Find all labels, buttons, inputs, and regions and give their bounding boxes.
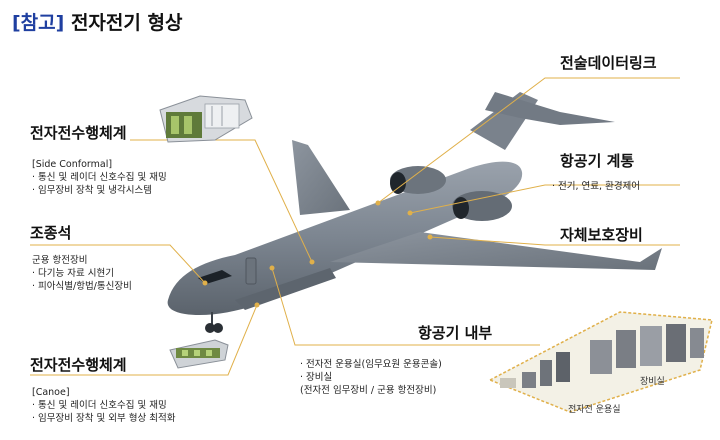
cabin-door	[245, 257, 257, 285]
ops-room-label: 전자전 운용실	[568, 405, 621, 415]
right-wing	[330, 232, 662, 270]
callout-ew-canoe-notes: [Canoe] · 통신 및 레이더 신호수집 및 재밍 · 임무장비 장착 및…	[32, 386, 176, 425]
title-tag: [참고]	[12, 12, 65, 34]
callout-datalink-heading: 전술데이터링크	[560, 54, 657, 72]
callout-ew-side-line: · 통신 및 레이더 신호수집 및 재밍	[32, 172, 167, 183]
callout-interior-line: (전자전 임무장비 / 군용 항전장비)	[300, 385, 437, 396]
cabin-interior-cutaway-icon	[488, 311, 713, 413]
callout-cockpit-subheading: 군용 항전장비	[32, 255, 88, 266]
callout-ew-side-notes: [Side Conformal] · 통신 및 레이더 신호수집 및 재밍 · …	[32, 158, 167, 197]
callout-cockpit-line: · 다기능 자료 시현기	[32, 268, 114, 279]
page-title: [참고] 전자전기 형상	[12, 8, 182, 35]
callout-ew-canoe-subheading: [Canoe]	[32, 387, 70, 398]
title-text: 전자전기 형상	[70, 12, 183, 34]
callout-cockpit-heading: 조종석	[30, 224, 72, 242]
nose-gear	[205, 323, 215, 333]
canoe-pod-cutaway-icon	[169, 339, 229, 369]
canoe-fairing	[235, 268, 336, 310]
fuselage	[167, 161, 523, 316]
leader-lines	[30, 77, 680, 376]
callout-ew-side-line: · 임무장비 장착 및 냉각시스템	[32, 185, 152, 196]
callout-systems-heading: 항공기 계통	[560, 152, 635, 170]
callout-systems-line: · 전기, 연료, 환경제어	[552, 181, 641, 192]
left-wing	[292, 140, 350, 215]
callout-ew-side-heading: 전자전수행체계	[30, 124, 127, 142]
callout-ew-canoe-line: · 임무장비 장착 및 외부 형상 최적화	[32, 413, 176, 424]
cockpit-windows	[198, 270, 232, 284]
callout-systems-notes: · 전기, 연료, 환경제어	[552, 180, 640, 193]
callout-interior-heading: 항공기 내부	[418, 324, 493, 342]
callout-interior-line: · 장비실	[300, 372, 333, 383]
callout-interior-line: · 전자전 운용실(임무요원 운용콘솔)	[300, 359, 442, 370]
callout-ew-side-subheading: [Side Conformal]	[32, 159, 113, 170]
side-conformal-pod-cutaway-icon	[159, 95, 253, 143]
callout-ew-canoe-line: · 통신 및 레이더 신호수집 및 재밍	[32, 400, 167, 411]
callout-interior-notes: · 전자전 운용실(임무요원 운용콘솔) · 장비실 (전자전 임무장비 / 군…	[300, 358, 442, 397]
callout-self-protection-heading: 자체보호장비	[560, 226, 643, 244]
callout-cockpit-line: · 피아식별/항법/통신장비	[32, 281, 132, 292]
horizontal-stabilizer	[485, 92, 615, 125]
equipment-room-label: 장비실	[640, 377, 665, 387]
callout-ew-canoe-heading: 전자전수행체계	[30, 356, 127, 374]
callout-cockpit-notes: 군용 항전장비 · 다기능 자료 시현기 · 피아식별/항법/통신장비	[32, 254, 132, 293]
